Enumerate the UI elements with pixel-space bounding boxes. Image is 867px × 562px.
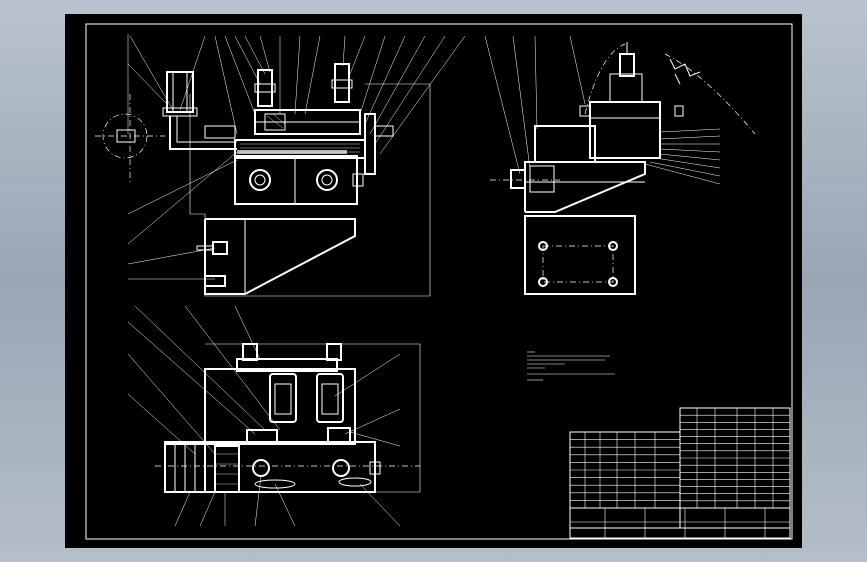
technical-notes (527, 351, 615, 381)
drawing-sheet (65, 14, 802, 548)
title-block (569, 407, 791, 539)
bottom-view (127, 305, 421, 527)
cad-drawing (85, 23, 793, 540)
side-view (484, 35, 756, 295)
drawing-frame (85, 23, 793, 540)
front-view (95, 34, 466, 297)
